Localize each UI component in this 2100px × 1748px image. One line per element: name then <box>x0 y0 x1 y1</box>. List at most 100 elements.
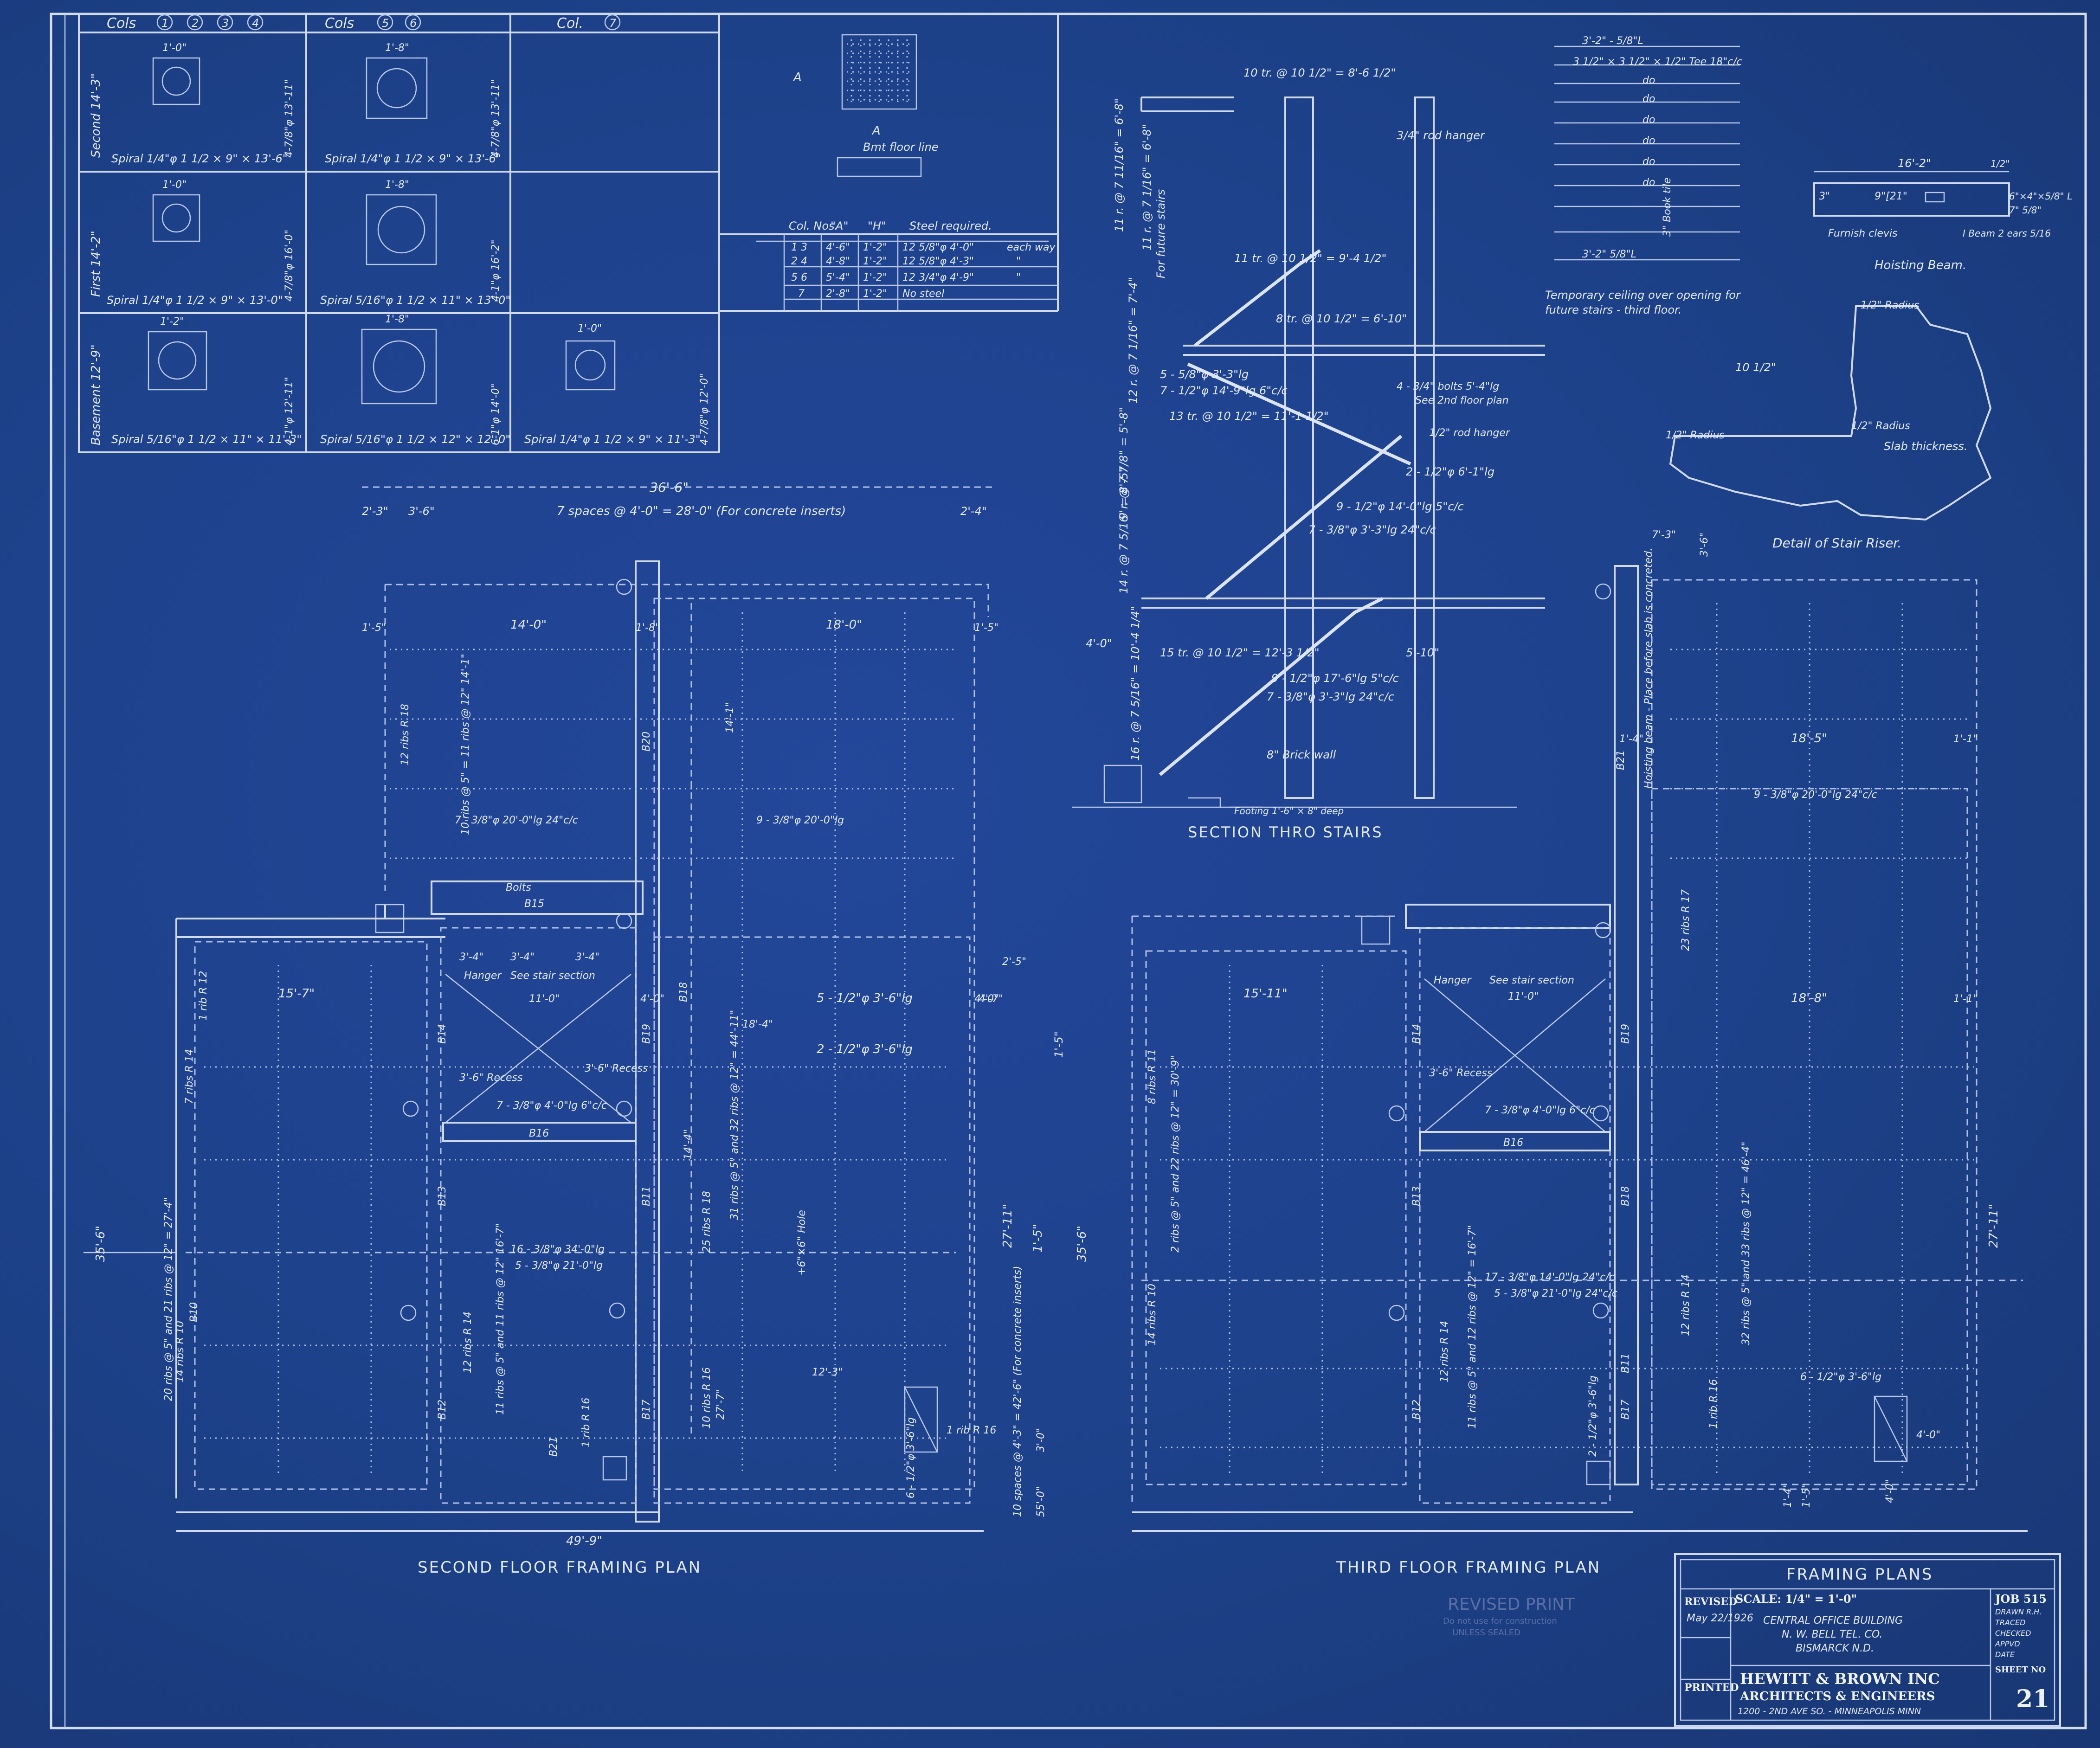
sf-top-sub: 2'-4" <box>960 505 987 518</box>
footing-cell: 12 5/8"φ 4'-0" <box>902 242 974 253</box>
cell-spiral: Spiral 1/4"φ 1 1/2 × 9" × 13'-6" <box>111 152 288 165</box>
riser-slab: Slab thickness. <box>1884 440 1967 453</box>
sf-note: 1 rib R 16 <box>947 1425 996 1436</box>
date-label: DATE <box>1995 1650 2015 1659</box>
tf-note: 23 ribs R 17 <box>1680 889 1692 951</box>
column-schedule: Cols Cols Col. 1 2 3 4 5 6 7 Second 14'-… <box>78 13 720 453</box>
title-block-title: FRAMING PLANS <box>1786 1565 1933 1584</box>
tf-note: 12 ribs R 14 <box>1680 1274 1692 1336</box>
sf-note: B15 <box>524 898 544 910</box>
riser-radius: 1/2" Radius <box>1851 420 1910 432</box>
firm-name: HEWITT & BROWN INC <box>1740 1670 1940 1688</box>
tf-note: 9 - 3/8"φ 20'-0"lg 24"c/c <box>1754 789 1877 801</box>
tf-note: 3'-6" Recess <box>1429 1067 1492 1079</box>
row-second: Second 14'-3" <box>89 73 103 158</box>
cell-size: 1'-0" <box>162 179 187 191</box>
cell-size: 1'-8" <box>385 42 409 54</box>
cell-bars: 4-7/8"φ 12'-0" <box>699 373 710 445</box>
cell-size: 1'-8" <box>385 314 409 325</box>
hoist-ibeam: I Beam 2 ears 5/16 <box>1963 228 2051 239</box>
sf-note: 1 rib R 12 <box>198 971 209 1021</box>
tf-note: B13 <box>1411 1186 1423 1206</box>
ceiling-note: Temporary ceiling over opening for futur… <box>1545 289 1740 316</box>
col-no-6: 6 <box>410 17 417 30</box>
stair-note: See 2nd floor plan <box>1415 395 1509 406</box>
footing-cell: 2'-8" <box>826 288 850 300</box>
cell-size: 1'-0" <box>162 42 187 54</box>
tf-title: THIRD FLOOR FRAMING PLAN <box>1336 1558 1601 1577</box>
tf-note: 3'-6" <box>1699 533 1710 557</box>
ceiling-row: do <box>1643 177 1655 188</box>
tf-note: B11 <box>1620 1353 1631 1373</box>
tf-note: 7'-3" <box>1652 529 1676 541</box>
sf-note: 11 ribs @ 5" and 11 ribs @ 12" 16'-7" <box>495 1223 506 1415</box>
sf-top-sub: 2'-3" <box>362 505 388 518</box>
stair-note: 9 - 1/2"φ 14'-0"lg 5"c/c <box>1336 500 1464 513</box>
tf-note: 18'-8" <box>1791 991 1827 1005</box>
stamp-line-2: Do not use for construction <box>1443 1616 1557 1626</box>
sf-note: B19 <box>641 1024 652 1044</box>
drawn-by: DRAWN R.H. <box>1995 1607 2042 1616</box>
stair-note: 10 tr. @ 10 1/2" = 8'-6 1/2" <box>1243 66 1396 79</box>
stair-note: 9 r. @ 7 7/8" = 5'-8" <box>1117 407 1130 520</box>
stair-note: 4 - 3/4" bolts 5'-4"lg <box>1397 381 1499 392</box>
footing-header-steel: Steel required. <box>909 219 992 232</box>
sf-note: B18 <box>678 982 689 1002</box>
sf-note: Hanger <box>464 970 502 982</box>
sf-note: B10 <box>188 1302 200 1322</box>
tf-note: 4'-0" <box>1884 1479 1896 1503</box>
sf-top-sub: 7 spaces @ 4'-0" = 28'-0" (For concrete … <box>557 504 846 518</box>
stair-note: 15 tr. @ 10 1/2" = 12'-3 1/2" <box>1160 646 1320 659</box>
row-basement: Basement 12'-9" <box>89 344 103 445</box>
sf-note: B16 <box>529 1128 549 1139</box>
sf-note: 7 ribs R 14 <box>184 1049 195 1104</box>
sf-note: 14'-0" <box>510 618 547 632</box>
hoist-clevis: Furnish clevis <box>1828 228 1898 239</box>
tf-note: B18 <box>1620 1186 1631 1206</box>
sf-note: 18'-0" <box>826 618 862 632</box>
sf-note: 14'-1" <box>724 702 736 733</box>
title-block: FRAMING PLANS REVISED May 22/1926 SCALE:… <box>1674 1553 2061 1727</box>
third-floor-plan: THIRD FLOOR FRAMING PLAN 35'-6" 27'-11" … <box>1075 529 2028 1577</box>
cell-spiral: Spiral 1/4"φ 1 1/2 × 9" × 13'-6" <box>325 152 501 165</box>
sf-note: 4'-0" <box>640 993 664 1005</box>
footing-cell: 1'-2" <box>863 288 887 300</box>
sf-left-dim: 35'-6" <box>94 1226 108 1262</box>
tf-note: 1'-5" <box>1801 1484 1812 1508</box>
sf-note: 5 - 3/8"φ 21'-0"lg <box>515 1260 603 1272</box>
firm-type: ARCHITECTS & ENGINEERS <box>1739 1690 1935 1703</box>
cell-size: 1'-8" <box>385 179 409 191</box>
hoisting-beam-detail: 16'-2" 3" 9"[21" 6"×4"×5/8" L 7" 5/8" 1/… <box>1813 157 2072 272</box>
tf-note: 4'-0" <box>1916 1429 1940 1441</box>
stair-note: 5'-10" <box>1406 646 1439 659</box>
cell-bars: 4-1"φ 16'-2" <box>490 239 502 302</box>
ceiling-row: do <box>1643 93 1655 105</box>
sf-note: 1'-5" <box>974 622 998 634</box>
stair-note: 9 - 1/2"φ 17'-6"lg 5"c/c <box>1271 672 1399 685</box>
revised-print-stamp: REVISED PRINT Do not use for constructio… <box>1443 1595 1575 1638</box>
tf-note: B14 <box>1411 1024 1423 1044</box>
sf-title: SECOND FLOOR FRAMING PLAN <box>418 1558 702 1577</box>
col-no-3: 3 <box>222 17 229 30</box>
stamp-line-3: UNLESS SEALED <box>1452 1628 1520 1638</box>
col-no-7: 7 <box>609 17 617 30</box>
tf-note: B12 <box>1411 1400 1423 1420</box>
cell-spiral: Spiral 1/4"φ 1 1/2 × 9" × 11'-3" <box>524 433 701 446</box>
sf-top-sub: 3'-6" <box>408 505 435 518</box>
sf-note: 3'-4" <box>459 951 483 963</box>
hoist-dim: 9"[21" <box>1875 191 1907 202</box>
col-no-5: 5 <box>382 17 389 30</box>
tf-notes: 7'-3" 3'-6" 1'-4" 18'-5" 1'-1" Hoisting … <box>1147 529 1978 1508</box>
hoist-dim: 1/2" <box>1990 158 2010 169</box>
stair-note: 16 r. @ 7 5/16" = 10'-4 1/4" <box>1129 606 1142 761</box>
tf-note: 1'-1" <box>1953 733 1978 745</box>
cell-spiral: Spiral 1/4"φ 1 1/2 × 9" × 13'-0" <box>107 294 283 307</box>
sf-note: 12 ribs R 18 <box>399 704 411 765</box>
hoist-title: Hoisting Beam. <box>1875 258 1966 272</box>
footing-cell: 1'-2" <box>863 256 887 267</box>
bmt-floor-label: Bmt floor line <box>863 141 939 154</box>
footing-cell: 1'-2" <box>863 242 887 253</box>
sf-note: B20 <box>641 732 652 752</box>
sf-right-dim: 27'-11" <box>1001 1204 1015 1248</box>
